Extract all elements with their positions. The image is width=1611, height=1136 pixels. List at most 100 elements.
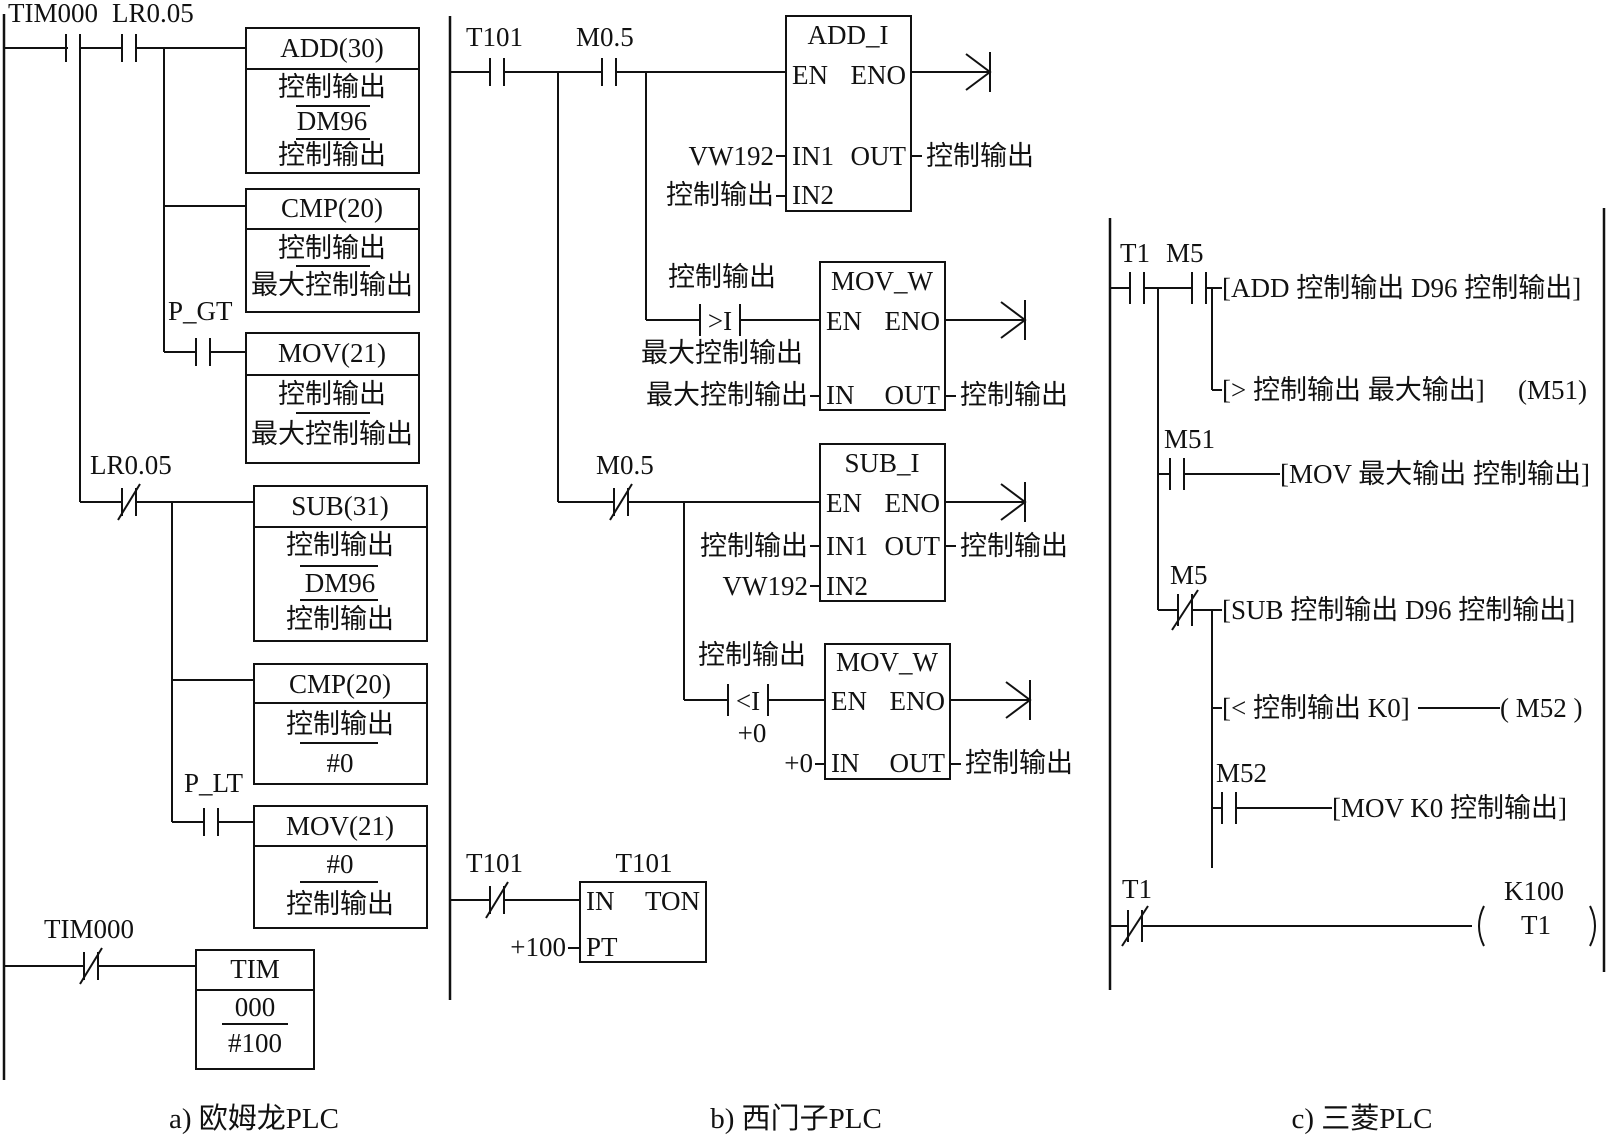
siemens-contact-m05-nc: M0.5 (596, 450, 654, 480)
omron-mov1-op2: 最大控制输出 (251, 419, 413, 449)
siemens-timer-in: IN (586, 886, 615, 916)
siemens-mov-w1-box (819, 261, 946, 411)
mitsubishi-instr-mov-max: [MOV 最大输出 控制输出] (1280, 459, 1590, 489)
siemens-add-i-out-val: 控制输出 (926, 141, 1034, 171)
coil-left-paren (1478, 905, 1485, 947)
omron-tim-op1: 000 (235, 992, 276, 1022)
siemens-add-i-box (785, 15, 912, 212)
siemens-mov-w2-en: EN (831, 686, 867, 716)
mitsubishi-contact-m5-nc: M5 (1170, 560, 1208, 590)
panel-siemens: T101 M0.5 ADD_I EN ENO IN1 OUT IN2 VW192… (448, 15, 1073, 1135)
siemens-cmp-gt-bottom: 最大控制输出 (641, 338, 803, 368)
siemens-sub-i-box (819, 443, 946, 602)
siemens-sub-i-out: OUT (885, 531, 941, 561)
omron-mov2-op1: #0 (327, 849, 354, 879)
omron-cmp2-op1: 控制输出 (286, 709, 394, 739)
mitsubishi-coil-m51: (M51) (1518, 375, 1587, 405)
mitsubishi-instr-sub: [SUB 控制输出 D96 控制输出] (1222, 595, 1575, 625)
siemens-add-i-eno: ENO (851, 60, 907, 90)
panel-mitsubishi: T1 M5 [ADD 控制输出 D96 控制输出] [> 控制输出 最大输出] … (1108, 208, 1606, 1135)
omron-cmp2-title: CMP(20) (289, 669, 391, 699)
mitsubishi-contact-m51: M51 (1164, 424, 1215, 454)
siemens-mov-w2-out: OUT (890, 748, 946, 778)
siemens-sub-i-out-val: 控制输出 (960, 531, 1068, 561)
siemens-mov-w2-title: MOV_W (836, 647, 939, 677)
siemens-add-i-in2-val: 控制输出 (666, 180, 774, 210)
siemens-cmp-lt-bottom: +0 (738, 718, 767, 748)
siemens-add-i-in1-val: VW192 (689, 141, 774, 171)
siemens-add-i-en: EN (792, 60, 828, 90)
siemens-add-i-in1: IN1 (792, 141, 834, 171)
omron-sub-op1: 控制输出 (286, 530, 394, 560)
coil-right-paren (1589, 905, 1596, 947)
mitsubishi-timer-t: T1 (1521, 910, 1551, 940)
siemens-timer-name: T101 (616, 848, 673, 878)
siemens-contact-t101: T101 (466, 22, 523, 52)
omron-mov2-box (253, 805, 428, 929)
siemens-sub-i-title: SUB_I (844, 448, 919, 478)
siemens-timer-pt-val: +100 (510, 932, 566, 962)
coil-arrow-icon (1005, 680, 1032, 720)
omron-contact-pgt: P_GT (168, 296, 233, 326)
siemens-mov-w1-eno: ENO (885, 306, 941, 336)
siemens-mov-w2-in-val: +0 (784, 748, 813, 778)
siemens-sub-i-in2-val: VW192 (723, 571, 808, 601)
omron-cmp2-op2: #0 (327, 748, 354, 778)
siemens-contact-m05: M0.5 (576, 22, 634, 52)
siemens-mov-w1-in: IN (826, 380, 855, 410)
mitsubishi-contact-t1: T1 (1120, 238, 1150, 268)
coil-arrow-icon (965, 52, 992, 92)
siemens-mov-w2-eno: ENO (890, 686, 946, 716)
mitsubishi-timer-k: K100 (1504, 876, 1564, 906)
coil-arrow-icon (1000, 300, 1027, 340)
siemens-timer-box (579, 881, 707, 963)
omron-contact-tim000: TIM000 (8, 0, 98, 28)
siemens-contact-t101-nc: T101 (466, 848, 523, 878)
coil-arrow-icon (1000, 482, 1027, 522)
siemens-mov-w2-box (824, 643, 951, 780)
siemens-add-i-out: OUT (851, 141, 907, 171)
omron-add-op3: 控制输出 (278, 140, 386, 170)
mitsubishi-coil-m52: ( M52 ) (1500, 693, 1583, 723)
siemens-timer-type: TON (645, 886, 700, 916)
omron-tim-box (195, 949, 315, 1070)
omron-tim-op2: #100 (228, 1028, 282, 1058)
omron-sub-op2: DM96 (305, 568, 376, 598)
omron-contact-lr005: LR0.05 (112, 0, 194, 28)
siemens-mov-w1-en: EN (826, 306, 862, 336)
omron-tim-title: TIM (230, 954, 280, 984)
mitsubishi-instr-mov-k0: [MOV K0 控制输出] (1332, 793, 1567, 823)
siemens-mov-w1-in-val: 最大控制输出 (646, 380, 808, 410)
omron-mov1-title: MOV(21) (278, 338, 386, 368)
omron-caption: a) 欧姆龙PLC (169, 1102, 339, 1135)
siemens-caption: b) 西门子PLC (710, 1102, 882, 1135)
siemens-add-i-in2: IN2 (792, 180, 834, 210)
siemens-mov-w1-out: OUT (885, 380, 941, 410)
siemens-timer-pt: PT (586, 932, 618, 962)
siemens-sub-i-in1: IN1 (826, 531, 868, 561)
omron-add-box (245, 27, 420, 174)
omron-add-op2: DM96 (297, 106, 368, 136)
mitsubishi-contact-t1-nc: T1 (1122, 874, 1152, 904)
siemens-add-i-title: ADD_I (808, 20, 889, 50)
omron-mov2-title: MOV(21) (286, 811, 394, 841)
siemens-sub-i-eno: ENO (885, 488, 941, 518)
omron-contact-tim000-nc: TIM000 (44, 914, 134, 944)
mitsubishi-contact-m5: M5 (1166, 238, 1204, 268)
siemens-cmp-lt-top: 控制输出 (698, 640, 806, 670)
siemens-mov-w1-title: MOV_W (831, 266, 934, 296)
omron-contact-plt: P_LT (184, 768, 244, 798)
mitsubishi-instr-add: [ADD 控制输出 D96 控制输出] (1222, 273, 1581, 303)
mitsubishi-caption: c) 三菱PLC (1292, 1102, 1433, 1135)
mitsubishi-instr-cmp-gt: [> 控制输出 最大输出] (1222, 375, 1485, 405)
omron-sub-title: SUB(31) (291, 491, 389, 521)
siemens-sub-i-en: EN (826, 488, 862, 518)
omron-contact-lr005-nc: LR0.05 (90, 450, 172, 480)
omron-add-op1: 控制输出 (278, 72, 386, 102)
omron-mov1-box (245, 332, 420, 464)
mitsubishi-contact-m52: M52 (1216, 758, 1267, 788)
mitsubishi-instr-cmp-lt: [< 控制输出 K0] (1222, 693, 1410, 723)
siemens-sub-i-in1-val: 控制输出 (700, 531, 808, 561)
panel-omron: TIM000 LR0.05 ADD(30) 控制输出 DM96 控制输出 CMP… (2, 0, 428, 1135)
omron-cmp2-box (253, 663, 428, 785)
